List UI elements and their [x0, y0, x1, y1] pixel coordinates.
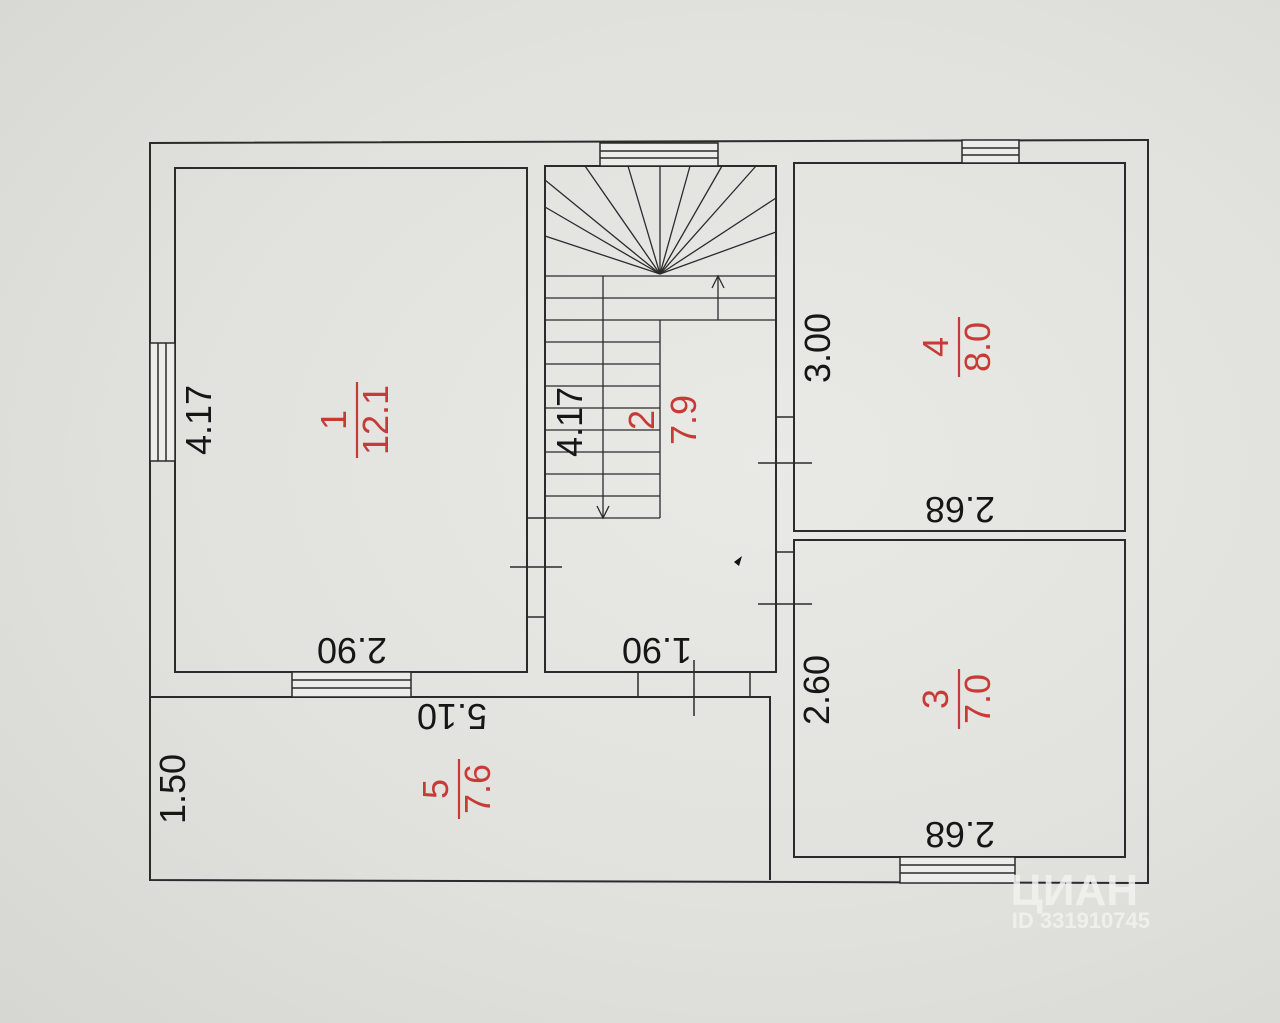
room-1-label: 1 12.1	[313, 382, 396, 458]
room-2-width-label: 1.90	[622, 630, 692, 671]
window-bottom-room-3	[899, 856, 1016, 884]
window-left-room-1	[149, 342, 176, 462]
ink-mark	[734, 556, 742, 566]
room-4-outline	[793, 162, 1126, 532]
room-2-length-label: 4.17	[549, 387, 590, 457]
room-1-area: 12.1	[355, 385, 396, 455]
room-4-number: 4	[915, 337, 956, 357]
room-5-label: 5 7.6	[415, 759, 498, 819]
room-1-number: 1	[313, 410, 354, 430]
room-4-area: 8.0	[957, 322, 998, 372]
room-1-length-label: 4.17	[178, 385, 219, 455]
watermark: ЦИАН ID 331910745	[1011, 866, 1150, 933]
windows	[149, 139, 1020, 884]
room-2-area: 7.9	[663, 395, 704, 445]
window-top-room-4	[961, 139, 1020, 164]
door-marks	[510, 416, 812, 716]
watermark-brand: ЦИАН	[1011, 866, 1138, 915]
room-labels: 1 12.1 2 7.9 4 8.0 3 7.0 5 7.6	[313, 317, 998, 819]
room-5-width-label: 5.10	[417, 696, 487, 737]
room-2-number: 2	[621, 410, 662, 430]
room-3-area: 7.0	[957, 674, 998, 724]
room-4-width-label: 2.68	[925, 489, 995, 530]
window-top-stair	[599, 142, 719, 167]
room-5-length-label: 1.50	[152, 754, 193, 824]
room-3-width-label: 2.68	[925, 814, 995, 855]
room-4-length-label: 3.00	[797, 313, 838, 383]
room-2-label: 2 7.9	[621, 395, 704, 445]
room-3-number: 3	[915, 689, 956, 709]
room-3-label: 3 7.0	[915, 669, 998, 729]
room-5-area: 7.6	[457, 764, 498, 814]
room-5-number: 5	[415, 779, 456, 799]
room-1-width-label: 2.90	[317, 630, 387, 671]
watermark-id: ID 331910745	[1012, 908, 1150, 933]
dimension-labels: 4.17 2.90 4.17 1.90 3.00 2.68 2.60 2.68 …	[152, 313, 995, 855]
window-room-1-bottom	[291, 671, 412, 698]
room-4-label: 4 8.0	[915, 317, 998, 377]
staircase	[544, 165, 777, 520]
outer-wall	[149, 138, 1149, 885]
room-3-length-label: 2.60	[796, 655, 837, 725]
